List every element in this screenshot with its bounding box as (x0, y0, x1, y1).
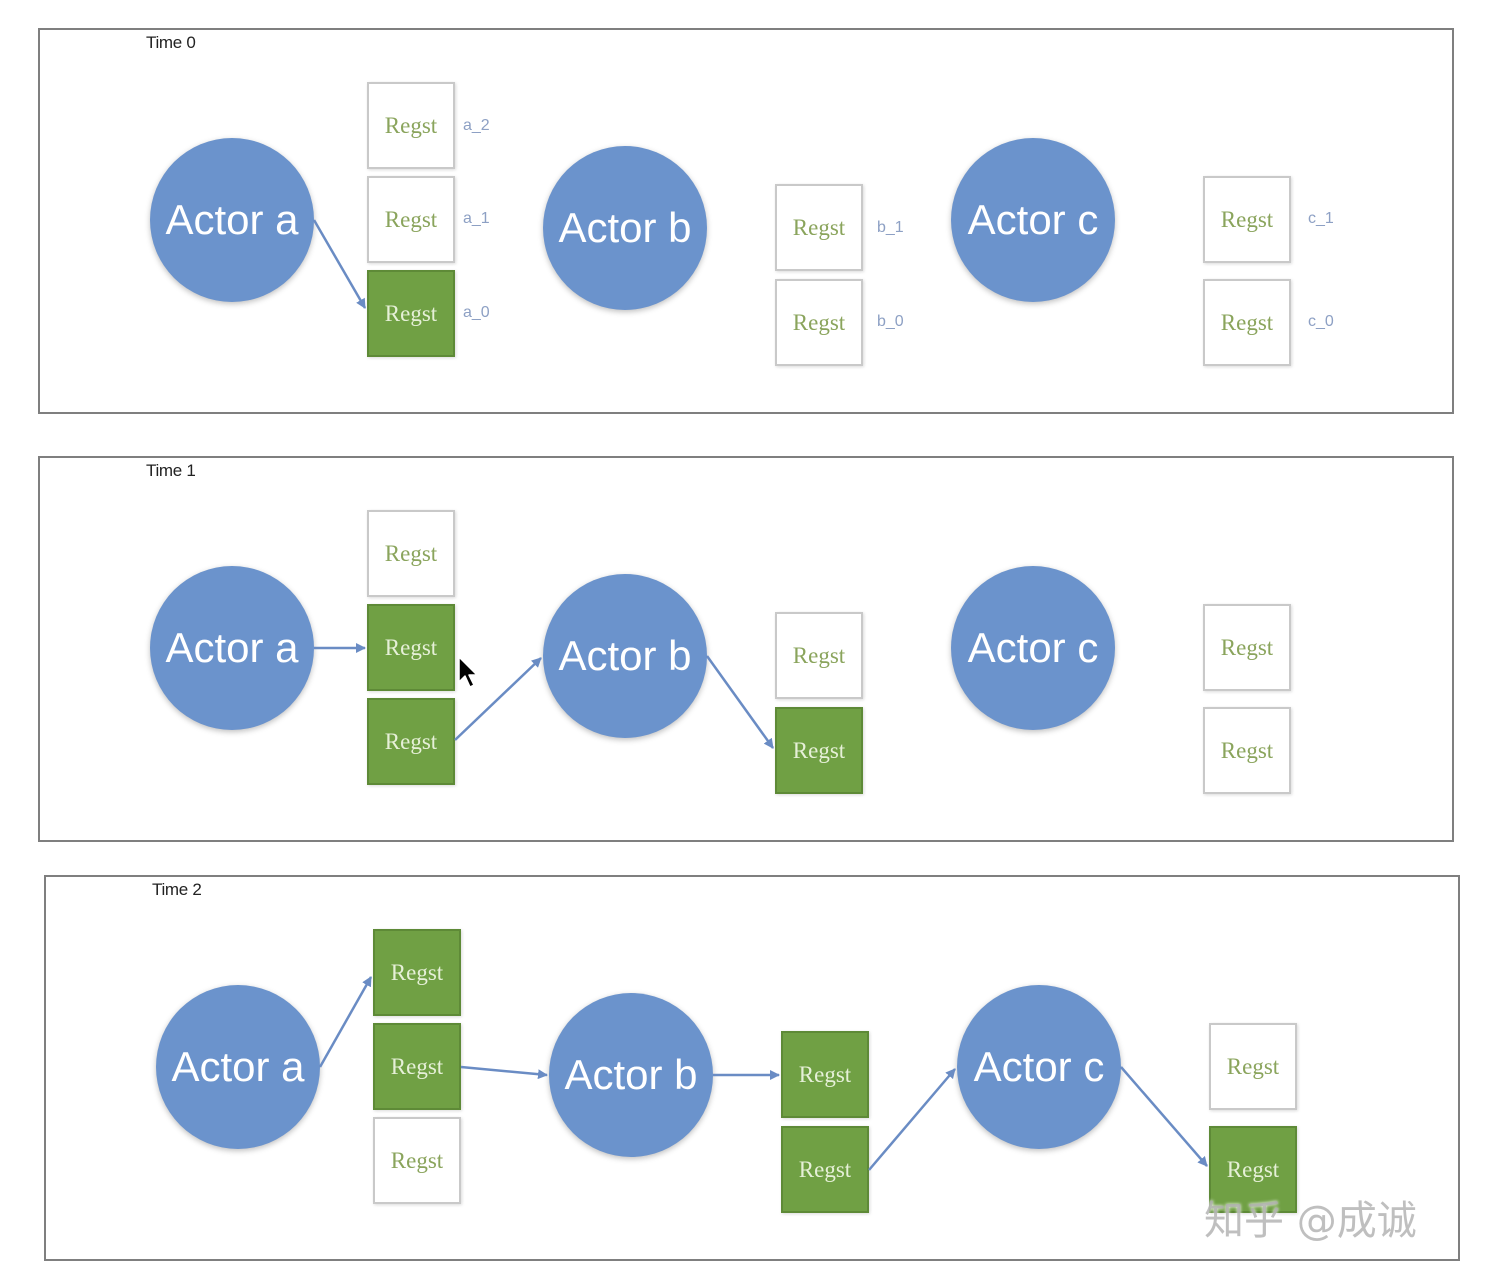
arrow-connector (460, 1065, 548, 1080)
actor-c-node: Actor c (951, 566, 1115, 730)
regst-box: Regst (775, 612, 863, 699)
regst-box: Regst (373, 1117, 461, 1204)
regst-box: Regst (367, 510, 455, 597)
arrow-connector (705, 655, 775, 749)
actor-b-node: Actor b (543, 146, 707, 310)
actor-a-node: Actor a (150, 566, 314, 730)
panel-title: Time 2 (152, 880, 202, 899)
regst-label: c_1 (1308, 210, 1334, 227)
regst-box-active: Regst (367, 270, 455, 357)
actor-c-node: Actor c (957, 985, 1121, 1149)
regst-label: c_0 (1308, 313, 1334, 330)
mouse-cursor-icon (458, 656, 478, 688)
regst-label: b_0 (877, 313, 904, 330)
regst-box-active: Regst (1209, 1126, 1297, 1213)
actor-c-node: Actor c (951, 138, 1115, 302)
regst-label: b_1 (877, 219, 904, 236)
regst-box: Regst (367, 176, 455, 263)
regst-box-active: Regst (373, 929, 461, 1016)
regst-box-active: Regst (373, 1023, 461, 1110)
actor-a-node: Actor a (156, 985, 320, 1149)
regst-box: Regst (1203, 604, 1291, 691)
regst-box: Regst (1203, 176, 1291, 263)
arrow-connector (454, 657, 542, 741)
watermark-logo: 知乎 @成诚 (1204, 1198, 1417, 1244)
regst-box: Regst (1209, 1023, 1297, 1110)
regst-box-active: Regst (367, 604, 455, 691)
arrow-connector (312, 219, 367, 309)
regst-box: Regst (775, 279, 863, 366)
regst-box: Regst (775, 184, 863, 271)
regst-box: Regst (367, 82, 455, 169)
panel-title: Time 0 (146, 33, 196, 52)
arrow-connector (868, 1068, 956, 1171)
regst-box-active: Regst (367, 698, 455, 785)
actor-b-node: Actor b (549, 993, 713, 1157)
arrow-connector (318, 976, 373, 1068)
panel-title: Time 1 (146, 461, 196, 480)
regst-label: a_0 (463, 304, 490, 321)
actor-a-node: Actor a (150, 138, 314, 302)
arrow-connector (1120, 1066, 1208, 1167)
regst-box-active: Regst (775, 707, 863, 794)
regst-label: a_1 (463, 210, 490, 227)
regst-box-active: Regst (781, 1031, 869, 1118)
regst-box: Regst (1203, 279, 1291, 366)
regst-box: Regst (1203, 707, 1291, 794)
actor-b-node: Actor b (543, 574, 707, 738)
regst-box-active: Regst (781, 1126, 869, 1213)
regst-label: a_2 (463, 117, 490, 134)
